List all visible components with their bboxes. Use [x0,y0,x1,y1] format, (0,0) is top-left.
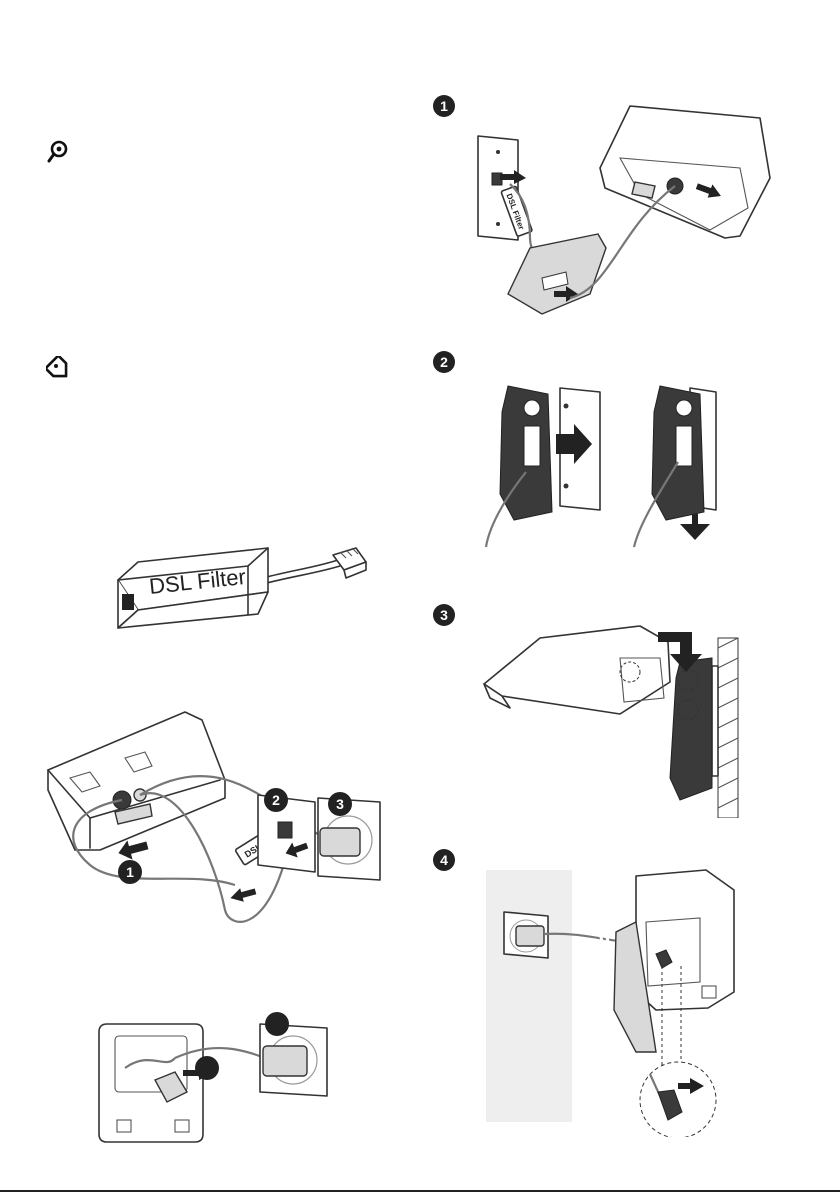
svg-text:2: 2 [440,354,448,370]
connection-illustration: DSL Filter 1 2 3 [30,700,390,940]
wall-mount-step-1-illustration: DSL Filter [470,98,780,328]
connection-step-2-badge: 2 [264,788,288,812]
svg-text:3: 3 [440,607,448,623]
svg-text:2: 2 [272,792,280,808]
svg-text:1: 1 [440,98,448,114]
power-connection-illustration [95,1010,335,1145]
wall-mount-step-3-illustration [480,618,770,818]
connection-step-1-badge: 1 [118,860,142,884]
wall-mount-step-2-illustration [480,382,740,552]
wall-mount-step-1-badge: 1 [432,94,456,118]
connection-step-3-badge: 3 [328,792,352,816]
svg-text:1: 1 [126,864,134,880]
svg-text:3: 3 [336,796,344,812]
wall-mount-step-3-badge: 3 [432,603,456,627]
svg-text:4: 4 [440,852,448,868]
tip-icon [46,139,72,165]
wall-mount-step-2-badge: 2 [432,350,456,374]
note-icon [46,356,72,382]
dsl-filter-illustration: DSL Filter [108,540,378,650]
wall-mount-step-4-badge: 4 [432,848,456,872]
rj11-plug [333,548,366,578]
wall-mount-step-4-illustration [486,862,756,1137]
